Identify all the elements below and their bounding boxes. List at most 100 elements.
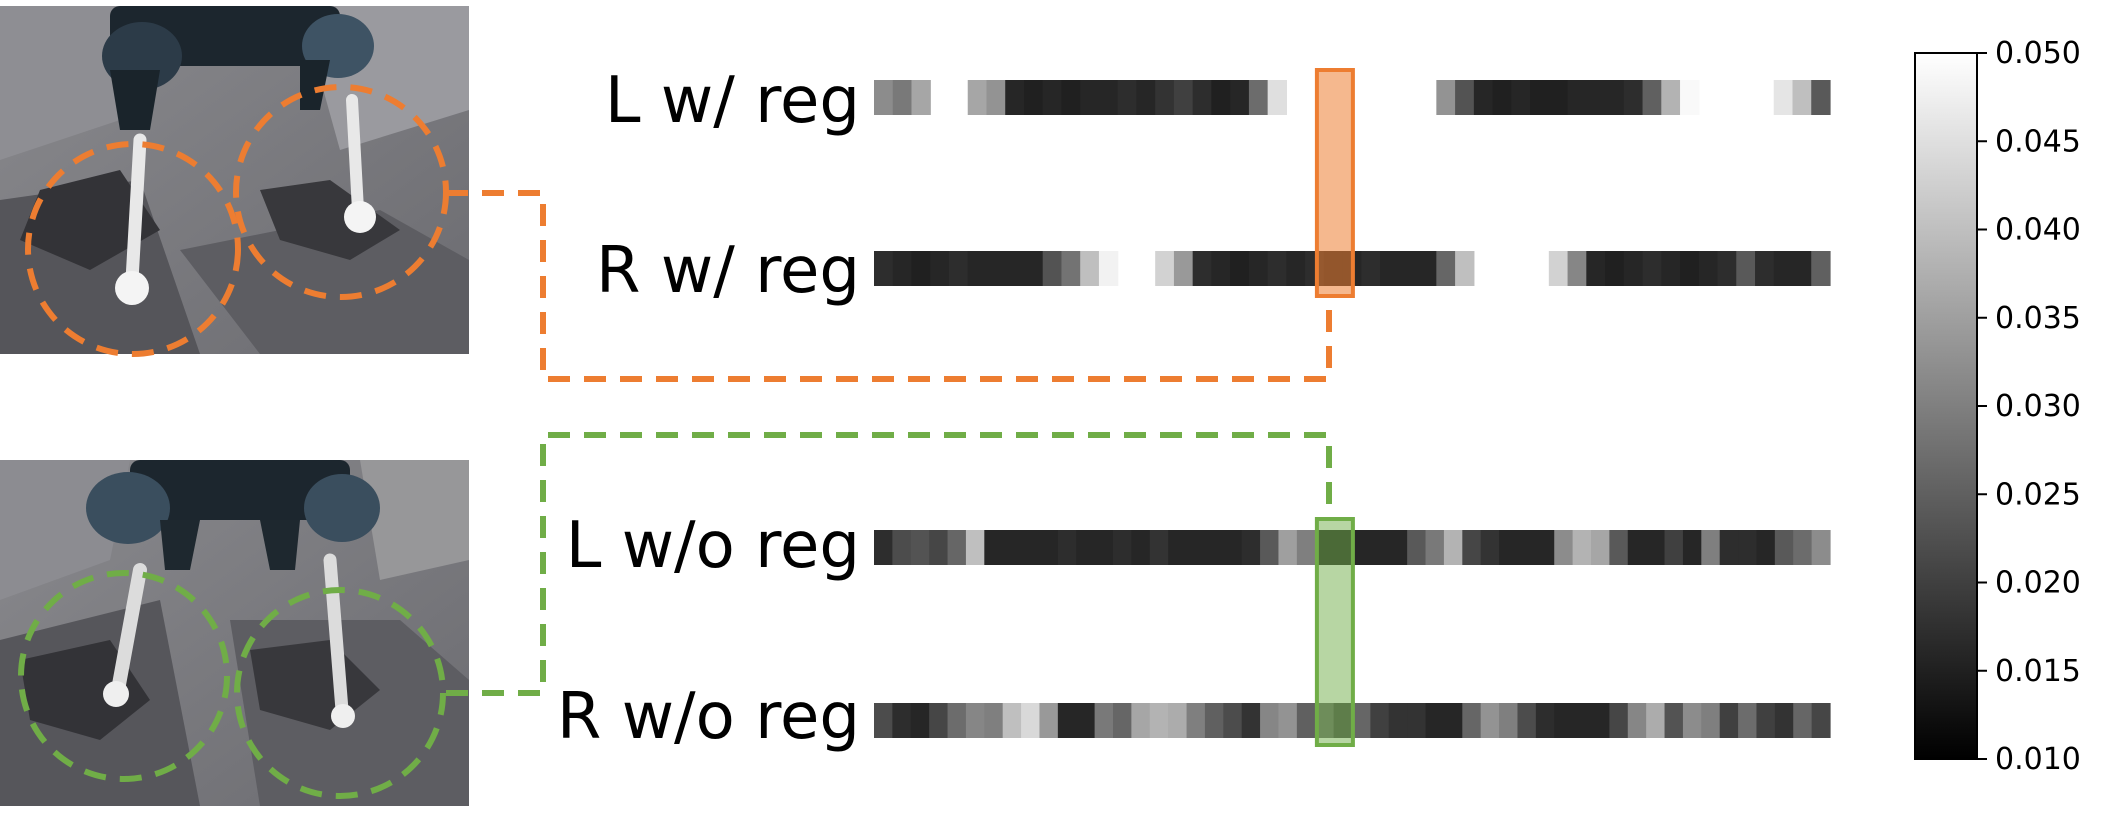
heatmap-cell bbox=[1492, 80, 1512, 115]
heatmap-cell bbox=[1738, 530, 1758, 565]
heatmap-cell bbox=[1230, 80, 1250, 115]
colorbar-ticks: 0.0500.0450.0400.0350.0300.0250.0200.015… bbox=[1977, 36, 2081, 777]
heatmap-cell bbox=[1443, 530, 1463, 565]
right-foot-circle-green bbox=[234, 587, 446, 799]
heatmap-cell bbox=[892, 80, 913, 115]
heatmap-cell bbox=[1646, 703, 1666, 738]
heatmap-cell bbox=[1480, 530, 1500, 565]
heatmap-cell bbox=[1548, 251, 1569, 286]
heatmap-cell bbox=[1042, 251, 1063, 286]
heatmap-cell bbox=[1792, 80, 1812, 115]
heatmap-cell bbox=[1680, 251, 1700, 286]
heatmap-cell bbox=[984, 703, 1004, 738]
heatmap-cell bbox=[1296, 530, 1316, 565]
heatmap-cell bbox=[1155, 251, 1175, 286]
heatmap-cell bbox=[967, 80, 988, 115]
heatmap-cell bbox=[1021, 703, 1041, 738]
connector-orange bbox=[446, 190, 1332, 382]
heatmap-cell bbox=[1021, 530, 1041, 565]
heatmap-cell bbox=[1462, 703, 1482, 738]
heatmap-cell bbox=[874, 80, 894, 115]
heatmap-cell bbox=[1605, 80, 1625, 115]
heatmap-cell bbox=[1591, 703, 1610, 738]
colorbar-tick-label: 0.045 bbox=[1995, 124, 2081, 159]
heatmap-cell bbox=[1755, 251, 1775, 286]
heatmap-cell bbox=[1098, 80, 1119, 115]
heatmap-cell bbox=[1623, 251, 1644, 286]
heatmap-cell bbox=[1204, 530, 1224, 565]
heatmap-cell bbox=[1548, 80, 1569, 115]
heatmap-cell bbox=[1039, 530, 1059, 565]
heatmap-cell bbox=[1701, 703, 1721, 738]
heatmap-cell bbox=[1793, 530, 1813, 565]
heatmap-cell bbox=[1002, 530, 1022, 565]
heatmap-cell bbox=[1398, 251, 1419, 286]
colorbar-tick-label: 0.035 bbox=[1995, 301, 2081, 336]
heatmap-cell bbox=[1591, 530, 1610, 565]
heatmap-cell bbox=[1131, 530, 1151, 565]
heatmap-cell bbox=[911, 80, 931, 115]
heatmap-cell bbox=[1042, 80, 1063, 115]
heatmap-cell bbox=[1425, 703, 1445, 738]
heatmap-cell bbox=[1773, 251, 1794, 286]
heatmap-cell bbox=[1352, 703, 1371, 738]
heatmap-cell bbox=[929, 703, 949, 738]
heatmap-cell bbox=[947, 703, 967, 738]
heatmap-cell bbox=[965, 530, 985, 565]
heatmap-cell bbox=[1098, 251, 1119, 286]
heatmap-cell bbox=[1736, 251, 1756, 286]
heatmap-cell bbox=[1473, 80, 1494, 115]
heatmap-cell bbox=[1230, 251, 1250, 286]
heatmap-cell bbox=[1499, 530, 1519, 565]
heatmap-cell bbox=[1642, 251, 1662, 286]
heatmap-cell bbox=[1455, 251, 1475, 286]
colorbar: 0.0500.0450.0400.0350.0300.0250.0200.015… bbox=[1914, 36, 2081, 777]
heatmap-cell bbox=[1076, 703, 1096, 738]
heatmap-cell bbox=[1192, 80, 1213, 115]
heatmap-cell bbox=[1646, 530, 1666, 565]
heatmap-cell bbox=[1661, 251, 1681, 286]
heatmap-cell bbox=[1131, 703, 1151, 738]
heatmap-cell bbox=[986, 80, 1006, 115]
heatmap-cell bbox=[947, 530, 967, 565]
heatmap-cell bbox=[1774, 530, 1794, 565]
heatmap-cell bbox=[1567, 251, 1587, 286]
heatmap-cell bbox=[1773, 80, 1794, 115]
heatmap-cell bbox=[1774, 703, 1794, 738]
heatmap-cell bbox=[1370, 530, 1390, 565]
heatmap-cell bbox=[1811, 703, 1831, 738]
row-label-L-with-reg: L w/ reg bbox=[605, 64, 860, 138]
heatmap-cell bbox=[1267, 80, 1287, 115]
heatmap-cell bbox=[1682, 703, 1702, 738]
heatmap-cell bbox=[892, 703, 912, 738]
heatmap-cell bbox=[967, 251, 988, 286]
heatmap-cell bbox=[1517, 703, 1537, 738]
heatmap-cell bbox=[910, 530, 930, 565]
heatmap-cell bbox=[1605, 251, 1625, 286]
colorbar-tick-label: 0.020 bbox=[1995, 566, 2081, 601]
heatmap-cell bbox=[1572, 530, 1592, 565]
heatmap-cell bbox=[1173, 80, 1194, 115]
robot-photo-with-reg bbox=[0, 6, 469, 357]
heatmap-cell bbox=[1436, 251, 1456, 286]
colorbar-tick-label: 0.010 bbox=[1995, 742, 2081, 777]
heatmap-cell bbox=[1094, 703, 1114, 738]
heatmap-cell bbox=[948, 251, 969, 286]
heatmap-cell bbox=[1113, 530, 1132, 565]
heatmap-cell bbox=[1278, 530, 1298, 565]
heatmap-cell bbox=[1388, 703, 1408, 738]
heatmap-cell bbox=[1756, 703, 1776, 738]
heatmap-cell bbox=[1455, 80, 1475, 115]
heatmap-cell bbox=[1057, 703, 1077, 738]
heatmap-cell bbox=[1260, 703, 1280, 738]
heatmap-cell bbox=[874, 251, 894, 286]
heatmap-cell bbox=[1417, 251, 1437, 286]
row-label-L-without-reg: L w/o reg bbox=[566, 509, 860, 583]
heatmap-cell bbox=[1535, 703, 1555, 738]
heatmap-cell bbox=[1756, 530, 1776, 565]
heatmap-cell bbox=[1005, 251, 1025, 286]
heatmap-cell bbox=[930, 251, 950, 286]
heatmap-cell bbox=[1211, 80, 1231, 115]
heatmap-cell bbox=[1241, 703, 1261, 738]
heatmap-cell bbox=[1530, 80, 1550, 115]
